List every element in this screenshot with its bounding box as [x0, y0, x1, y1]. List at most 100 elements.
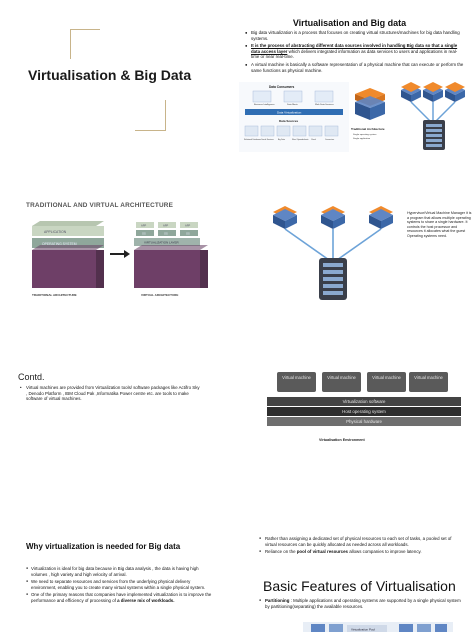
app-box	[136, 222, 154, 228]
bullet-bold-text: a diverse mix of workloads.	[117, 597, 175, 603]
virtual-machine-box: Virtual machine	[277, 372, 316, 392]
slide-virtualisation-big-data: Virtualisation and Big data Big data vir…	[237, 0, 474, 158]
traditional-caption: TRADITIONAL ARCHITECTURE	[32, 293, 77, 297]
bullet-item: Rather than assigning a dedicated set of…	[259, 536, 459, 547]
slide-heading: TRADITIONAL AND VIRTUAL ARCHITECTURE	[26, 202, 174, 209]
source-label: Relational Databases	[244, 138, 261, 141]
diagram-header: Data Consumers	[269, 85, 295, 89]
vm-server-illustration	[401, 82, 465, 150]
hardware-layer	[32, 250, 104, 288]
bullet-text: Virtualization is ideal for big data bec…	[31, 566, 199, 577]
slide-traditional-virtual-architecture: TRADITIONAL AND VIRTUAL ARCHITECTURE APP…	[0, 158, 237, 316]
sources-label: Data Sources	[279, 119, 299, 123]
corner-frame-line	[165, 100, 166, 131]
traditional-architecture-note: Single operating system	[353, 133, 377, 136]
bullet-list: Rather than assigning a dedicated set of…	[259, 536, 459, 557]
layer-label: OPERATING SYSTEM	[42, 242, 77, 246]
os-box	[136, 230, 154, 236]
host-os-layer: Host operating system	[267, 407, 461, 416]
app-label: APP	[185, 224, 190, 228]
operating-system-layer	[32, 238, 104, 248]
source-box	[324, 125, 339, 137]
virtual-machine-box: Virtual machine	[367, 372, 406, 392]
bullet-item: Virtualization is ideal for big data bec…	[26, 566, 216, 577]
bullet-list: Virtual machines are provided from Virtu…	[20, 385, 202, 402]
traditional-architecture-illustration: Traditional Architecture Single operatin…	[351, 88, 385, 140]
layer-label: APPLICATION	[44, 230, 67, 234]
consumer-box	[283, 90, 303, 103]
bullet-item: One of the primary reasons that companie…	[26, 592, 216, 603]
bullet-bold-text: pool of virtual resources	[296, 549, 348, 555]
slide-heading: Contd.	[18, 372, 45, 382]
app-label: APP	[141, 224, 146, 228]
layer-label: VIRTUALIZATION LAYER	[144, 241, 180, 245]
bullet-bold-text: Partitioning	[265, 598, 290, 603]
hypervisor-diagram	[273, 206, 393, 300]
source-label: Oracle Services	[261, 139, 274, 141]
source-box	[308, 125, 323, 137]
application-layer	[32, 226, 104, 236]
app-label: APP	[163, 224, 168, 228]
bullet-text: which delivers integrated information as…	[251, 48, 458, 60]
data-virtualization-diagram: Data Consumers Business Intelligence Dat…	[239, 82, 349, 152]
consumer-box	[252, 90, 272, 103]
virtual-machine-box: Virtual machine	[409, 372, 448, 392]
source-label: Connectors	[325, 138, 334, 141]
bullet-item: Partitioning : Multiple applications and…	[259, 598, 464, 609]
bullet-item: Big data virtualization is a process tha…	[245, 30, 465, 41]
slide-title: Virtualisation & Big Data	[0, 0, 237, 158]
source-box	[292, 125, 307, 137]
bullet-item: A virtual machine is basically a softwar…	[245, 62, 465, 73]
slide-hypervisor: Hypervisor/Virtual Machine Manager it is…	[237, 158, 474, 316]
presentation-title: Virtualisation & Big Data	[28, 67, 192, 83]
traditional-architecture-title: Traditional Architecture	[351, 127, 385, 131]
consumer-label: Web Data Services	[315, 103, 335, 106]
bullet-bold-text: Big data virtualization is a process tha…	[251, 30, 460, 41]
source-box	[276, 125, 291, 137]
diagram-caption: Virtualisation Environment	[319, 438, 365, 442]
source-label: Files / Spreadsheets	[292, 138, 308, 141]
bullet-list: Partitioning : Multiple applications and…	[259, 598, 464, 611]
corner-frame-line	[135, 130, 165, 131]
pool-label: Virtualization Pool	[351, 628, 375, 632]
bullet-text: A virtual machine is basically a softwar…	[251, 61, 464, 73]
bullet-item: We need to separate resources and servic…	[26, 579, 216, 590]
os-box	[158, 230, 176, 236]
os-box	[180, 230, 198, 236]
source-box	[244, 125, 259, 137]
hypervisor-note: Hypervisor/Virtual Machine Manager it is…	[407, 211, 472, 238]
source-box	[260, 125, 275, 137]
virtualization-software-layer: Virtualization software	[267, 397, 461, 406]
consumer-label: Business Intelligence	[254, 103, 275, 106]
bullet-item: Virtual machines are provided from Virtu…	[20, 385, 202, 402]
bullet-text: Reliance on the	[265, 549, 297, 555]
physical-hardware-layer: Physical hardware	[267, 417, 461, 426]
bullet-item: Reliance on the pool of virtual resource…	[259, 549, 459, 555]
source-label: Cloud	[311, 139, 316, 141]
consumer-box	[314, 90, 334, 103]
slide-why-virtualization: Why virtualization is needed for Big dat…	[0, 474, 237, 632]
traditional-architecture-note: Single application	[353, 137, 371, 140]
app-box	[158, 222, 176, 228]
bullet-text: : Multiple applications and operating sy…	[265, 598, 461, 609]
bullet-text: Rather than assigning a dedicated set of…	[265, 536, 452, 547]
bullet-text: One of the primary reasons that companie…	[31, 592, 212, 603]
virtual-caption: VIRTUAL ARCHITECTURE	[141, 293, 179, 297]
bullet-list: Virtualization is ideal for big data bec…	[26, 566, 216, 606]
bullet-list: Big data virtualization is a process tha…	[245, 30, 465, 75]
app-box	[180, 222, 198, 228]
slide-basic-features: Rather than assigning a dedicated set of…	[237, 474, 474, 632]
slide-virtualisation-environment: Virtual machine Virtual machine Virtual …	[237, 316, 474, 474]
os-label: OS	[164, 232, 168, 236]
virtual-machine-box: Virtual machine	[322, 372, 361, 392]
virtualization-layer-label: Data Virtualization	[277, 111, 302, 115]
architecture-comparison-diagram: APPLICATION OPERATING SYSTEM APP APP APP…	[32, 221, 208, 288]
bullet-item: It is the process of abstracting differe…	[245, 43, 465, 60]
corner-frame-line	[70, 29, 100, 30]
virtualization-layer-bar	[245, 109, 343, 115]
slide-heading: Why virtualization is needed for Big dat…	[26, 542, 181, 551]
hardware-layer	[134, 250, 200, 288]
consumer-label: Data Marts	[287, 103, 299, 106]
virtualization-layer	[134, 238, 200, 246]
slide-heading: Virtualisation and Big data	[292, 18, 407, 28]
